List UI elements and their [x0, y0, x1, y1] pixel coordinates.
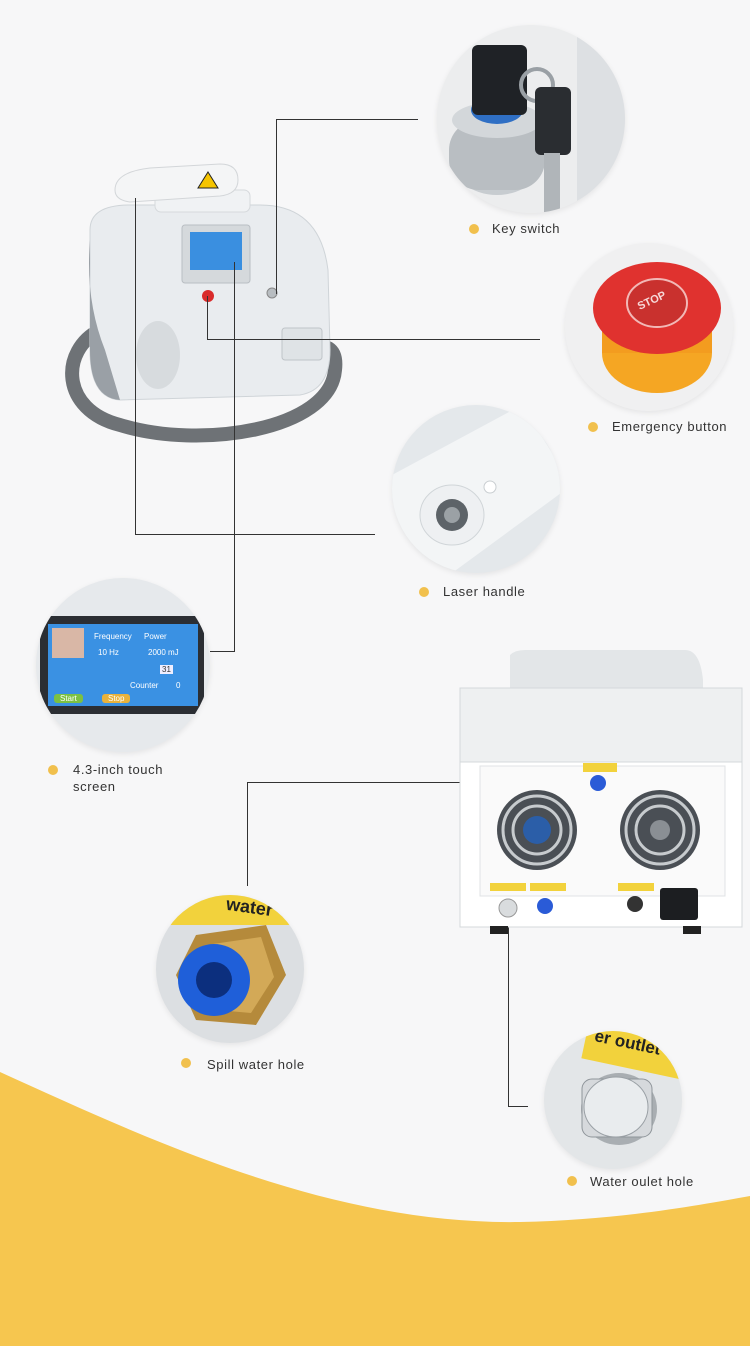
- screen-counter-label: Counter: [130, 681, 159, 690]
- water-outlet-hole-photo: er outlet: [544, 1031, 682, 1169]
- bullet-dot: [48, 765, 58, 775]
- connector-line: [508, 925, 509, 1107]
- touch-screen-label-line2: screen: [73, 779, 116, 794]
- screen-hz-value: 10 Hz: [98, 648, 119, 657]
- screen-start-button[interactable]: Start: [54, 694, 83, 703]
- screen-counter: 31: [160, 665, 173, 674]
- stop-button-icon: [593, 262, 721, 393]
- laser-machine-front-image: [65, 163, 343, 443]
- laser-handle-photo: [392, 405, 560, 573]
- spill-water-hole-label: Spill water hole: [207, 1057, 305, 1072]
- screen-mj-value: 2000 mJ: [148, 648, 179, 657]
- screen-stop-button[interactable]: Stop: [102, 694, 131, 703]
- connector-line: [210, 651, 235, 652]
- connector-line: [207, 296, 208, 339]
- handpiece-icon: [392, 405, 560, 573]
- knurled-cap-icon: [581, 1031, 682, 1145]
- connector-line: [276, 119, 418, 120]
- connector-line: [135, 534, 375, 535]
- laser-handle-label: Laser handle: [443, 584, 526, 599]
- connector-line: [207, 339, 540, 340]
- screen-counter-value: 0: [176, 681, 181, 690]
- connector-line: [247, 782, 248, 886]
- spill-water-hole-photo: water: [156, 895, 304, 1043]
- bullet-dot: [588, 422, 598, 432]
- key-icon: [449, 25, 625, 213]
- laser-machine-rear-image: [459, 650, 743, 934]
- bullet-dot: [567, 1176, 577, 1186]
- connector-line: [508, 1106, 528, 1107]
- emergency-button-label: Emergency button: [612, 419, 728, 434]
- key-switch-label: Key switch: [492, 221, 561, 236]
- screen-frequency-label: Frequency: [94, 632, 132, 641]
- bullet-dot: [419, 587, 429, 597]
- water-outlet-hole-label: Water oulet hole: [590, 1174, 694, 1189]
- connector-line: [234, 262, 235, 652]
- key-switch-photo: [437, 25, 625, 213]
- touch-screen-label-line1: 4.3-inch touch: [73, 762, 164, 777]
- screen-power-label: Power: [144, 632, 167, 641]
- fan-icon: [497, 790, 577, 870]
- emergency-button-photo: STOP: [565, 243, 733, 411]
- fan-icon: [620, 790, 700, 870]
- connector-line: [247, 782, 594, 783]
- touch-screen-photo: Frequency Power 10 Hz 2000 mJ 31 Counter…: [36, 578, 210, 752]
- connector-line: [276, 119, 277, 294]
- bullet-dot: [469, 224, 479, 234]
- bullet-dot: [181, 1058, 191, 1068]
- screen-face-image: [52, 628, 84, 658]
- connector-line: [135, 198, 136, 534]
- water-fitting-icon: [156, 895, 304, 1025]
